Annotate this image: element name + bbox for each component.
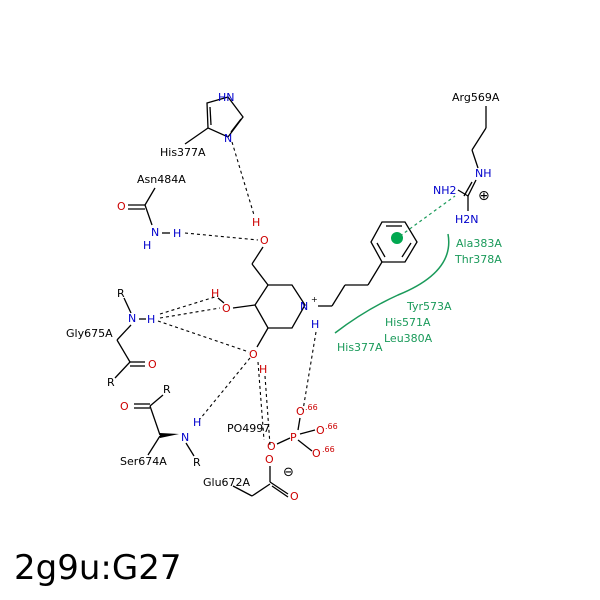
ligand-h1-atom: H	[252, 216, 260, 229]
hydrophobic-label-thr378: Thr378A	[454, 253, 502, 266]
his377-hn-atom: HN	[218, 91, 235, 104]
ring-nh-atom: H	[311, 318, 319, 331]
hydrophobic-label-ala383: Ala383A	[456, 237, 502, 250]
arg569-nh2-atom: NH2	[433, 184, 457, 197]
ser674-group: R O N H R Ser674A	[120, 383, 201, 469]
ligand-o3-atom: O	[249, 348, 258, 361]
his377-top-group: HN N His377A	[160, 91, 244, 159]
hbond-lines	[157, 141, 456, 446]
arg569-plus-icon: ⊕	[478, 188, 490, 204]
arg569-h2n-atom: H2N	[455, 213, 479, 226]
gly675-n-atom: N	[128, 312, 136, 325]
ser674-r1-atom: R	[163, 383, 171, 396]
his377-top-label: His377A	[160, 146, 206, 159]
po4-label: PO4997	[227, 422, 270, 435]
gly675-h-atom: H	[147, 313, 155, 326]
glu672-o1-atom: O	[265, 453, 274, 466]
gly675-r1-atom: R	[117, 287, 125, 300]
glu672-minus-icon: ⊖	[283, 465, 294, 480]
gly675-o-atom: O	[148, 358, 157, 371]
svg-text:+: +	[311, 295, 318, 304]
po4-charge-3: .66	[322, 445, 335, 454]
hydrophobic-label-tyr573: Tyr573A	[406, 300, 452, 313]
hydrophobic-group: Ala383A Thr378A Tyr573A His571A Leu380A …	[334, 233, 502, 354]
po4-o2-atom: O	[316, 424, 325, 437]
asn484-n-atom: N	[151, 226, 159, 239]
po4-charge-1: .66	[305, 403, 318, 412]
asn484-label: Asn484A	[137, 173, 186, 186]
ser674-r2-atom: R	[193, 456, 201, 469]
arg569-nh-atom: NH	[475, 167, 492, 180]
po4-charge-2: .66	[325, 422, 338, 431]
ring-centroid-marker	[391, 232, 403, 244]
asn484-o-atom: O	[117, 200, 126, 213]
asn484-h2-atom: H	[143, 239, 151, 252]
his377-n-atom: N	[224, 132, 232, 145]
po4-o4-atom: O	[267, 440, 276, 453]
po4-group: PO4997 P O .66 O .66 O .66 O	[227, 403, 338, 460]
ser674-label: Ser674A	[120, 455, 167, 468]
gly675-group: R N H Gly675A O R	[66, 287, 157, 389]
glu672-label: Glu672A	[203, 476, 251, 489]
asn484-group: Asn484A O N H H	[117, 173, 186, 252]
glu672-group: O ⊖ Glu672A O	[203, 453, 299, 503]
hydrophobic-label-his377: His377A	[337, 341, 383, 354]
ser674-h-atom: H	[193, 416, 201, 429]
po4-o1-atom: O	[296, 405, 305, 418]
ligand-o1-atom: O	[260, 234, 269, 247]
hydrophobic-label-leu380: Leu380A	[384, 332, 433, 345]
po4-p-atom: P	[290, 431, 297, 444]
gly675-label: Gly675A	[66, 327, 113, 340]
po4-o3-atom: O	[312, 447, 321, 460]
hydrophobic-label-his571: His571A	[385, 316, 431, 329]
arg569-group: Arg569A NH NH2 H2N ⊕	[433, 91, 500, 226]
ligand: O H N + H O H O H	[211, 216, 418, 376]
ligand-h3-atom: H	[259, 363, 267, 376]
page-title: 2g9u:G27	[14, 548, 182, 588]
asn484-h-atom: H	[173, 227, 181, 240]
ser674-n-atom: N	[181, 431, 189, 444]
glu672-o2-atom: O	[290, 490, 299, 503]
arg569-label: Arg569A	[452, 91, 500, 104]
gly675-r2-atom: R	[107, 376, 115, 389]
ring-n-atom: N	[300, 300, 308, 313]
ligand-h2-atom: H	[211, 287, 219, 300]
ligand-o2-atom: O	[222, 302, 231, 315]
ser674-o-atom: O	[120, 400, 129, 413]
